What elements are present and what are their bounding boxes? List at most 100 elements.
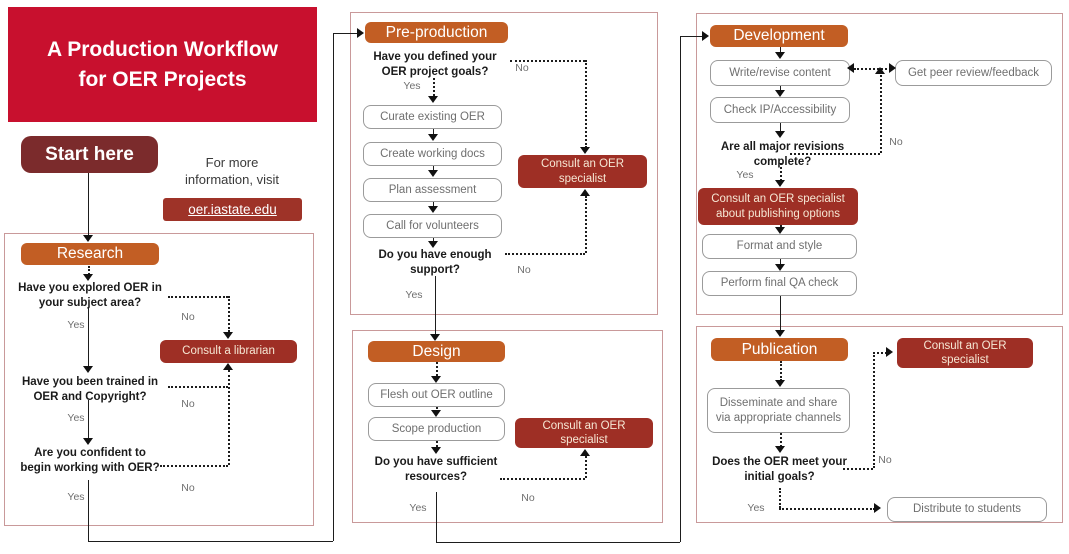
connector-no: [510, 60, 585, 62]
arrowhead: [775, 264, 785, 271]
yes-label: Yes: [409, 502, 427, 514]
no-label: No: [889, 136, 903, 148]
connector: [436, 441, 438, 447]
step-curate-existing-oer: Curate existing OER: [363, 105, 502, 129]
connector: [780, 361, 782, 381]
connector-research-preproduction: [88, 541, 333, 542]
step-distribute-to-students: Distribute to students: [887, 497, 1047, 522]
arrowhead: [428, 134, 438, 141]
connector-no: [585, 60, 587, 148]
connector: [780, 86, 781, 91]
connector-no: [585, 456, 587, 478]
connector-peer-review: [854, 68, 891, 70]
arrowhead: [874, 503, 881, 513]
consult-oer-specialist-publishing-box: Consult an OER specialist about publishi…: [698, 188, 858, 225]
arrowhead: [775, 180, 785, 187]
connector-preproduction-design: [435, 276, 436, 334]
connector: [433, 129, 434, 135]
arrowhead: [775, 330, 785, 337]
connector-no: [585, 196, 587, 253]
arrowhead: [889, 63, 896, 73]
consult-oer-specialist-box: Consult an OER specialist: [897, 338, 1033, 368]
arrowhead: [428, 170, 438, 177]
connector: [433, 202, 434, 207]
preproduction-question-1: Have you defined your OER project goals?: [373, 51, 497, 78]
arrowhead: [775, 52, 785, 59]
arrowhead: [431, 376, 441, 383]
title-banner: A Production Workflow for OER Projects: [8, 7, 317, 122]
yes-label: Yes: [67, 491, 85, 503]
connector-no: [168, 386, 228, 388]
research-question-2: Have you been trained in OER and Copyrig…: [21, 376, 159, 403]
no-label: No: [515, 62, 529, 74]
connector-no: [228, 296, 230, 332]
arrowhead: [83, 235, 93, 242]
step-write-revise-content: Write/revise content: [710, 60, 850, 86]
arrowhead: [428, 96, 438, 103]
yes-label: Yes: [67, 319, 85, 331]
research-section: [4, 233, 314, 526]
connector-start-research: [88, 173, 89, 235]
no-label: No: [181, 311, 195, 323]
arrowhead: [357, 28, 364, 38]
arrowhead: [775, 227, 785, 234]
design-header: Design: [368, 341, 505, 362]
publication-section: [696, 326, 1063, 523]
no-label: No: [878, 454, 892, 466]
consult-librarian-box: Consult a librarian: [160, 340, 297, 363]
connector: [88, 266, 90, 275]
arrowhead: [83, 366, 93, 373]
development-header: Development: [710, 25, 848, 47]
arrowhead: [223, 332, 233, 339]
no-label: No: [181, 482, 195, 494]
step-scope-production: Scope production: [368, 417, 505, 441]
yes-label: Yes: [405, 289, 423, 301]
connector-development-publication: [780, 296, 781, 331]
connector-design-development: [436, 542, 680, 543]
consult-oer-specialist-box: Consult an OER specialist: [518, 155, 647, 188]
info-link-box[interactable]: oer.iastate.edu: [163, 198, 302, 221]
connector: [88, 308, 89, 366]
arrowhead: [886, 347, 893, 357]
step-check-ip-accessibility: Check IP/Accessibility: [710, 97, 850, 123]
step-get-peer-review: Get peer review/feedback: [895, 60, 1052, 86]
step-disseminate-and-share: Disseminate and share via appropriate ch…: [707, 388, 850, 433]
arrowhead: [83, 274, 93, 281]
step-format-and-style: Format and style: [702, 234, 857, 259]
connector-no: [500, 478, 585, 480]
connector-no: [160, 465, 228, 467]
publication-header: Publication: [711, 338, 848, 361]
connector-yes: [779, 508, 875, 510]
arrowhead: [775, 446, 785, 453]
arrowhead: [580, 189, 590, 196]
arrowhead: [702, 31, 709, 41]
connector: [780, 47, 781, 53]
connector: [88, 400, 89, 438]
connector-no: [843, 468, 873, 470]
info-link[interactable]: oer.iastate.edu: [188, 202, 277, 217]
design-section: [352, 330, 663, 523]
arrowhead: [428, 241, 438, 248]
arrowhead: [431, 447, 441, 454]
connector-no: [873, 352, 875, 468]
connector-no: [790, 153, 880, 155]
connector-research-preproduction: [88, 480, 89, 541]
connector-design-development: [680, 36, 703, 37]
arrowhead: [580, 147, 590, 154]
start-here-badge: Start here: [21, 136, 158, 173]
connector-yes: [779, 488, 781, 508]
consult-oer-specialist-box: Consult an OER specialist: [515, 418, 653, 448]
arrowhead: [580, 449, 590, 456]
yes-label: Yes: [403, 80, 421, 92]
connector-no: [168, 296, 228, 298]
step-create-working-docs: Create working docs: [363, 142, 502, 166]
connector-no: [228, 370, 230, 465]
connector-no: [505, 253, 585, 255]
arrowhead: [847, 63, 854, 73]
preproduction-question-2: Do you have enough support?: [378, 249, 492, 276]
arrowhead: [428, 206, 438, 213]
yes-label: Yes: [747, 502, 765, 514]
connector: [780, 259, 781, 264]
design-question-1: Do you have sufficient resources?: [374, 456, 498, 483]
arrowhead: [431, 410, 441, 417]
